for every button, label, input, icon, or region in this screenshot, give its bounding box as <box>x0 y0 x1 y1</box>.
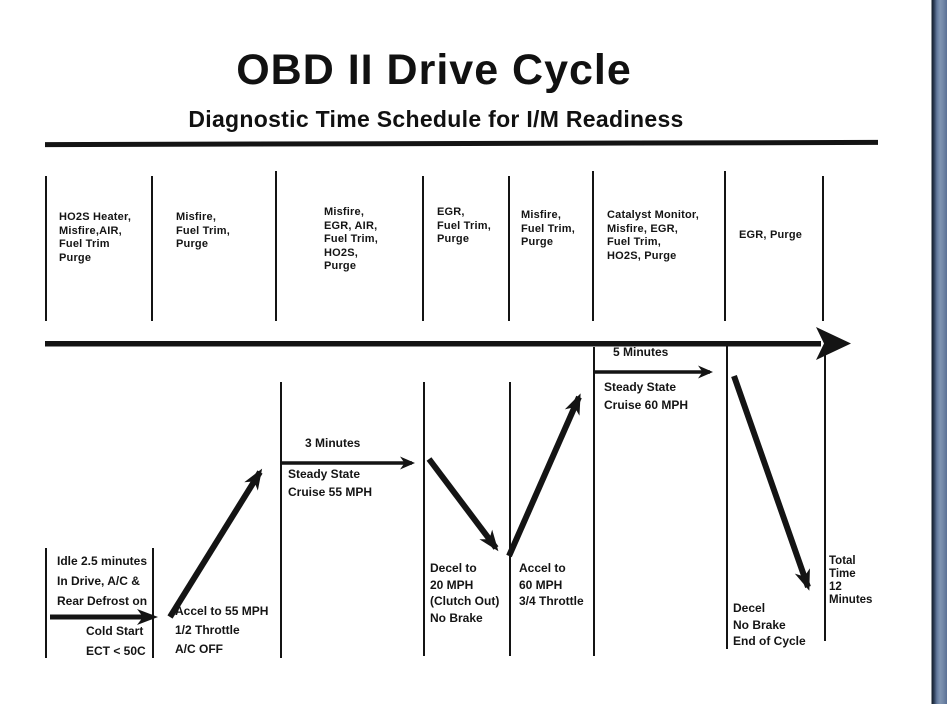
phase-accel-55-label: Accel to 55 MPH 1/2 Throttle A/C OFF <box>175 604 269 656</box>
monitor-column-7: EGR, Purge <box>739 229 803 241</box>
page-title: OBD II Drive Cycle <box>236 46 632 94</box>
decel-end-arrow <box>731 375 811 591</box>
accel-60-arrow <box>506 393 582 558</box>
phase-dividers <box>45 344 826 658</box>
phase-decel-20-label: Decel to 20 MPH (Clutch Out) No Brake <box>430 561 500 625</box>
monitor-column-2: Misfire, Fuel Trim, Purge <box>176 211 230 250</box>
phase-cruise-60-label: Steady State Cruise 60 MPH <box>604 380 689 412</box>
monitor-column-5: Misfire, Fuel Trim, Purge <box>521 209 575 248</box>
timeline-arrow <box>45 327 851 360</box>
speed-profile-arrows <box>50 365 811 625</box>
accel-55-arrow <box>167 468 263 619</box>
phase-cruise-60-time: 5 Minutes <box>613 345 669 359</box>
monitor-column-4: EGR, Fuel Trim, Purge <box>437 206 491 245</box>
header-rule <box>44 139 879 148</box>
monitor-column-1: HO2S Heater, Misfire,AIR, Fuel Trim Purg… <box>59 211 132 264</box>
monitor-column-dividers <box>45 171 824 321</box>
phase-accel-60-label: Accel to 60 MPH 3/4 Throttle <box>519 561 584 608</box>
total-time-label: Total Time 12 Minutes <box>829 555 873 606</box>
page-subtitle: Diagnostic Time Schedule for I/M Readine… <box>188 106 684 132</box>
monitor-column-6: Catalyst Monitor, Misfire, EGR, Fuel Tri… <box>607 209 700 262</box>
phase-cruise-55-time: 3 Minutes <box>305 436 361 450</box>
phase-cruise-55-label: Steady State Cruise 55 MPH <box>288 467 373 499</box>
phase-idle-label: Idle 2.5 minutes In Drive, A/C & Rear De… <box>57 554 148 608</box>
scan-edge-strip <box>930 0 947 704</box>
monitor-column-3: Misfire, EGR, AIR, Fuel Trim, HO2S, Purg… <box>324 206 378 272</box>
phase-decel-end-label: Decel No Brake End of Cycle <box>733 601 806 648</box>
decel-20-arrow <box>426 457 499 552</box>
phase-cold-start-label: Cold Start ECT < 50C <box>86 624 146 658</box>
